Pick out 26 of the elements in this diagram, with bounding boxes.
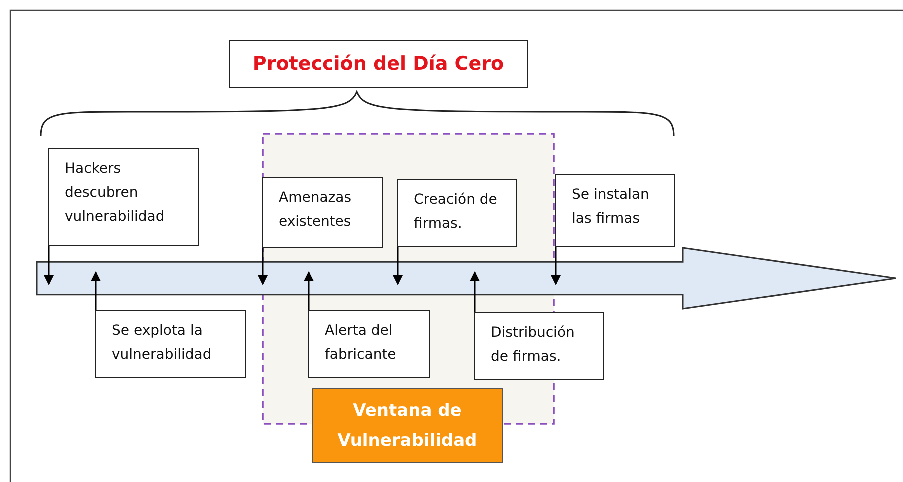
arrow: [304, 272, 314, 310]
event-text: Se explota la vulnerabilidad: [112, 322, 213, 365]
arrow: [470, 272, 480, 312]
title-box: [229, 40, 528, 88]
event-box: [555, 174, 675, 247]
title-text: Protección del Día Cero: [252, 52, 506, 77]
event-box: [308, 310, 430, 378]
event-text: Se instalan las firmas: [572, 186, 650, 229]
highlight-box: [312, 388, 503, 463]
event-text: Alerta del fabricante: [325, 322, 398, 365]
timeline-arrow: [36, 247, 897, 310]
event-box: [397, 179, 517, 247]
event-box: [474, 312, 604, 380]
event-text: Creación de firmas.: [414, 191, 498, 234]
arrow: [91, 272, 101, 310]
arrow: [44, 246, 54, 286]
arrow: [258, 248, 268, 286]
event-box: [48, 148, 199, 246]
event-text: Hackers descubren vulnerabilidad: [65, 160, 166, 227]
highlight-text: Ventana de Vulnerabilidad: [336, 400, 478, 453]
event-text: Distribución de firmas.: [491, 324, 576, 367]
event-box: [262, 177, 383, 248]
arrow: [393, 247, 403, 286]
event-text: Amenazas existentes: [279, 189, 353, 232]
event-box: [95, 310, 246, 378]
arrow: [551, 247, 561, 286]
